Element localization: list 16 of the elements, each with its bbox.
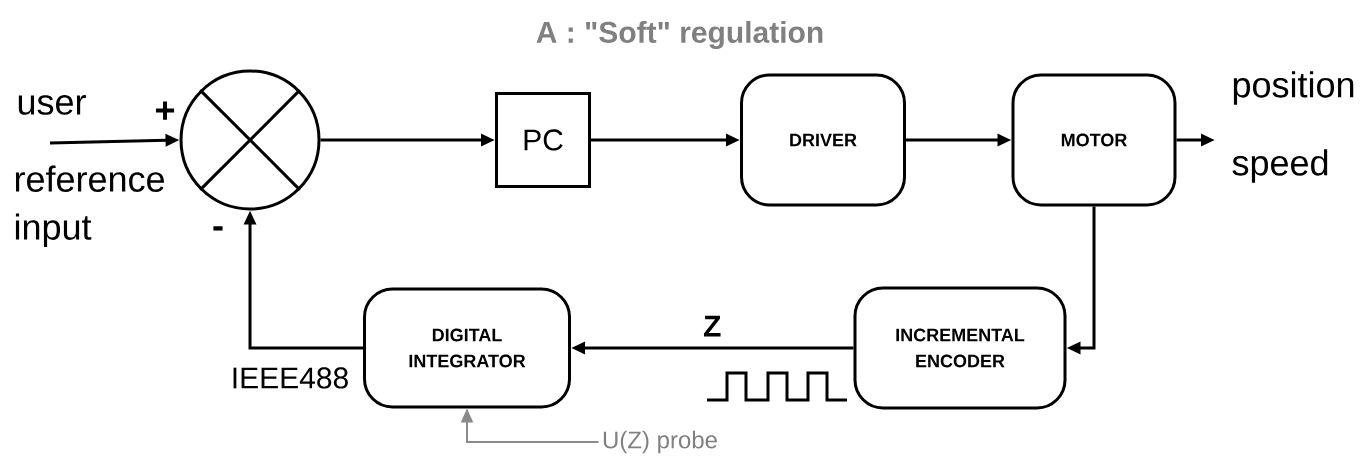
process-box: MOTOR (1011, 73, 1177, 207)
signal-label: IEEE488 (233, 367, 348, 389)
title: A : "Soft" regulation (536, 20, 823, 50)
signal-label: position (1233, 71, 1354, 105)
signal-label: + (156, 101, 175, 120)
probe-label: U(Z) probe (603, 430, 717, 454)
process-box: INCREMENTAL ENCODER (853, 286, 1067, 410)
edge-label: Z (701, 313, 724, 339)
signal-label: user (18, 95, 86, 115)
process-box: DRIVER (740, 73, 906, 207)
signal-label: speed (1232, 149, 1328, 183)
process-box: DIGITAL INTEGRATOR (363, 287, 571, 409)
signal-label: reference input (15, 165, 164, 247)
process-box: PC (495, 92, 591, 188)
signal-label: - (213, 226, 223, 231)
summing-junction (179, 69, 321, 211)
